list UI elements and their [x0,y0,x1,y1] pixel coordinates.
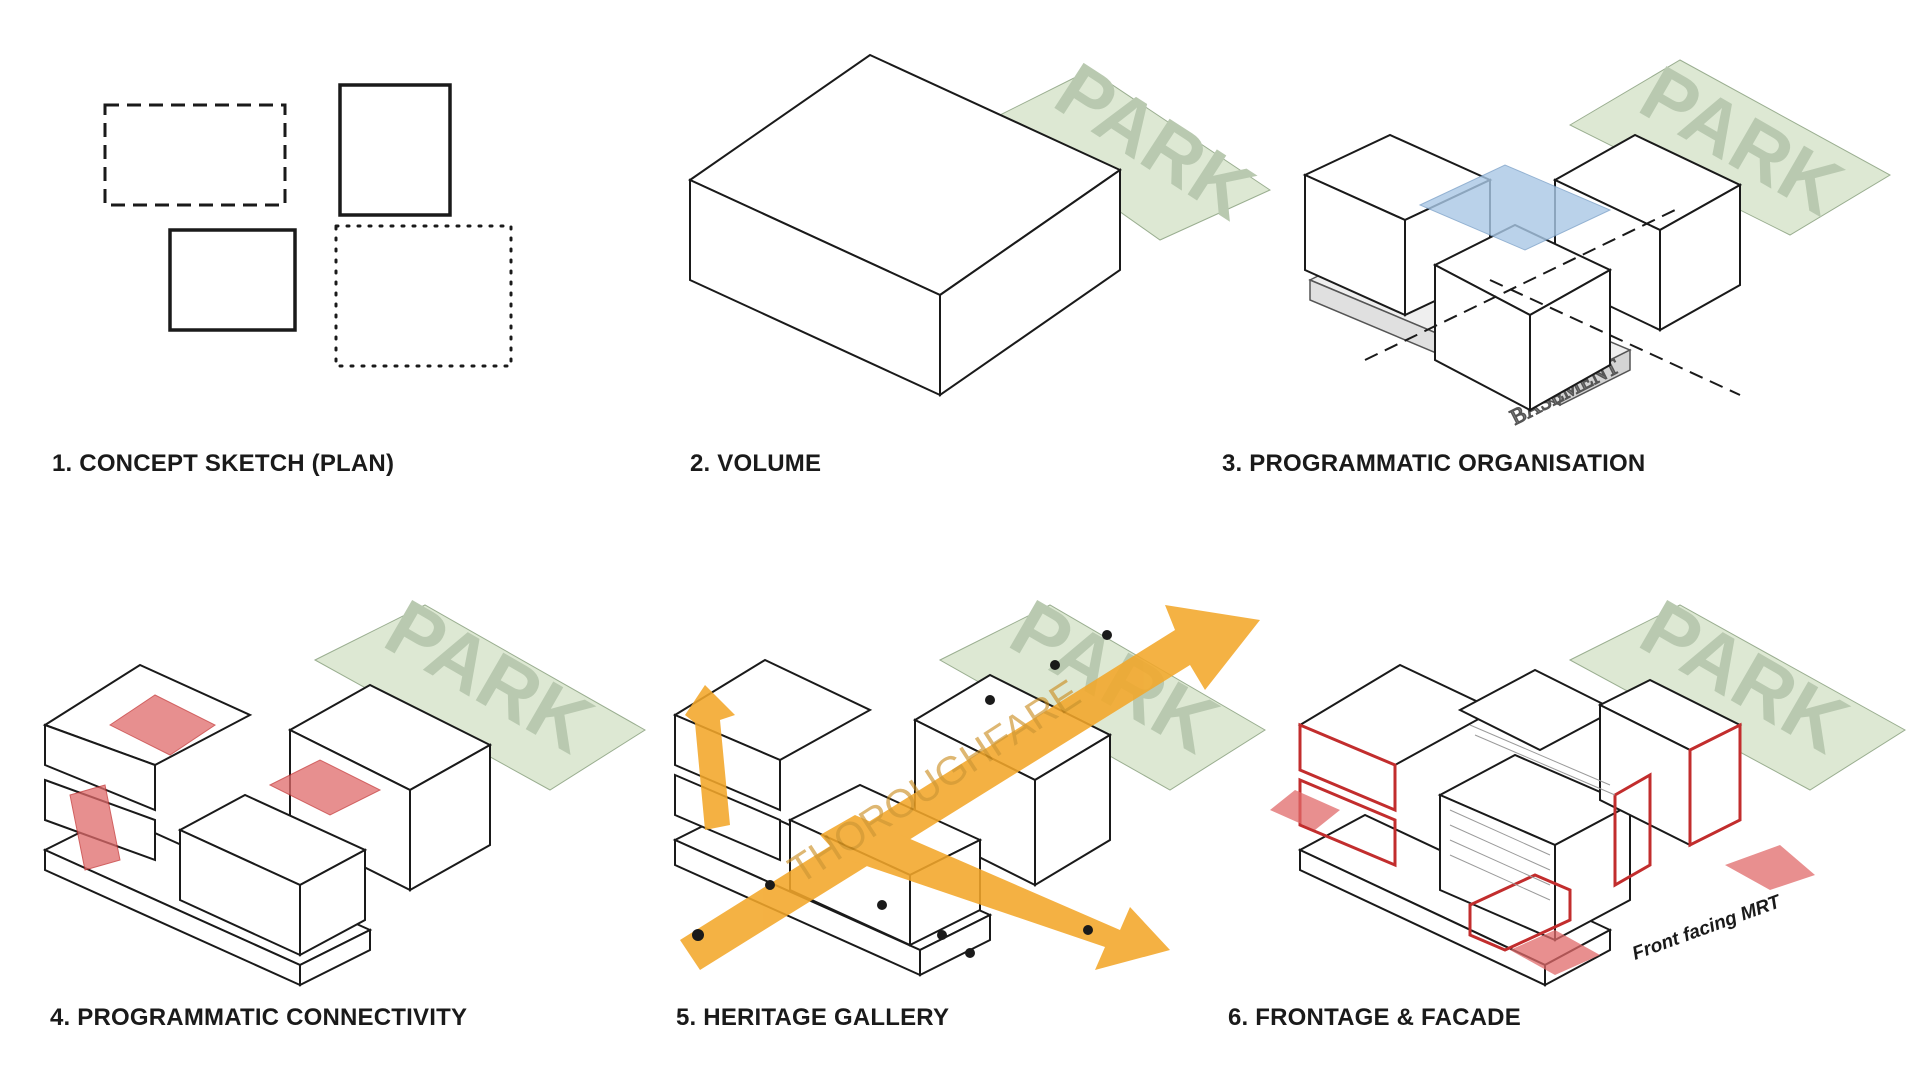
facade-blocks [1297,663,1743,987]
mrt-label: Front facing MRT [1630,891,1785,965]
panel-concept-sketch [60,60,580,400]
sketch-box-solid-top [338,83,452,217]
caption-concept-sketch: 1. CONCEPT SKETCH (PLAN) [52,450,395,477]
organisation-drawing: PARK BASEMENT [1302,49,1892,430]
panel-programmatic-connectivity: PARK [40,583,660,995]
axis-lines [1364,209,1741,396]
caption-heritage-gallery: 5. HERITAGE GALLERY [676,1004,950,1031]
sketch-box-solid-bottom [168,228,297,332]
caption-volume: 2. VOLUME [690,450,822,477]
sketch-box-dotted [334,224,513,368]
panel-heritage-gallery: PARK THOROUGHFARE [660,583,1280,995]
facade-hatching [1449,724,1616,901]
panel-volume: PARK [680,45,1280,410]
sketch-box-dashed [103,103,287,207]
panel-programmatic-organisation: PARK BASEMENT [1290,49,1910,440]
blue-void [1418,164,1612,251]
park-plane: PARK [1568,583,1906,791]
panel-frontage-facade: PARK [1270,583,1910,995]
frontage-facade-drawing: PARK [1270,583,1906,987]
volume-block [687,53,1123,397]
connectivity-drawing: PARK [42,583,646,987]
red-frontage-arrows [1270,790,1815,975]
volume-drawing: PARK [687,45,1272,397]
caption-frontage-facade: 6. FRONTAGE & FACADE [1228,1004,1521,1031]
concept-sketch-drawing [103,83,513,368]
caption-programmatic-organisation: 3. PROGRAMMATIC ORGANISATION [1222,450,1646,477]
red-connection-arrows [69,694,382,871]
heritage-gallery-drawing: PARK THOROUGHFARE [672,583,1266,977]
caption-programmatic-connectivity: 4. PROGRAMMATIC CONNECTIVITY [50,1004,468,1031]
people-figures [692,630,1112,958]
